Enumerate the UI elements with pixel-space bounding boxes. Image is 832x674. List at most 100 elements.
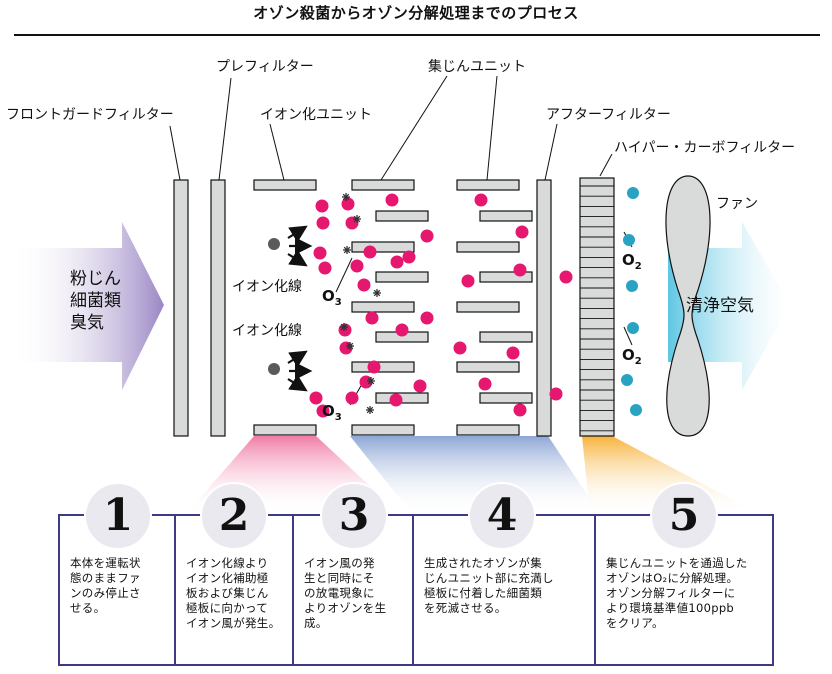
step-text-1: 本体を運転状 態のままファ ンのみ停止さ せる。 [70,556,141,615]
ozone-particle [363,245,377,259]
plate [351,301,415,313]
plate [479,271,533,283]
ion-wire-lower [268,363,280,375]
spark [346,342,354,350]
ozone-particle [316,216,330,230]
label-o2-1: O2 [622,251,642,272]
label-o3-2: O3 [322,402,342,423]
beam-carbon [582,436,760,514]
label-after-filter: アフターフィルター [546,107,671,123]
ozone-particle [420,229,434,243]
spark [342,193,350,201]
outlet-label: 清浄空気 [686,296,754,316]
plate [456,424,520,436]
spark [373,289,381,297]
ozone-particle [413,379,427,393]
label-front-guard-filter: フロントガードフィルター [6,107,174,123]
label-hyper-carbon-filter: ハイパー・カーボフィルター [614,140,796,156]
ozone-particle [395,323,409,337]
ozone-particle [367,360,381,374]
ozone-particle [309,391,323,405]
plate [456,361,520,373]
oxygen-particle [627,322,639,334]
ozone-particle [453,341,467,355]
front-guard-plate [173,179,189,437]
step-text-5: 集じんユニットを通過した オゾンはO₂に分解処理。 オゾン分解フィルターに より… [606,556,748,630]
ozone-particle [506,346,520,360]
ionizer-collector-plates [253,179,533,436]
spark [343,246,351,254]
label-fan: ファン [716,196,758,212]
ozone-particle [513,263,527,277]
label-ion-unit: イオン化ユニット [260,107,372,123]
leader-after-filter [544,123,558,181]
ozone-particle [345,216,359,230]
fan-blade [665,175,711,437]
leader-collector-b [486,75,498,181]
label-ion-line-1: イオン化線 [232,279,302,295]
ozone-particle [461,274,475,288]
ozone-particle [350,259,364,273]
plate [351,361,415,373]
ozone-particle [513,403,527,417]
plate [351,424,415,436]
step-number-2: 2 [198,480,270,552]
plate [253,424,317,436]
leader-collector-a [380,75,448,181]
plate [375,271,429,283]
step-number-5: 5 [648,480,720,552]
label-o2-2: O2 [622,346,642,367]
step-text-2: イオン化線より イオン化補助極 板および集じん 極板に向かって イオン風が発生。 [186,556,281,630]
after-filter-plate [536,179,552,437]
plate [375,210,429,222]
leader-ion-unit [269,123,285,181]
ozone-particle [549,387,563,401]
ozone-particle [515,225,529,239]
label-ion-line-2: イオン化線 [232,323,302,339]
ozone-particle [365,311,379,325]
pre-filter-plate [210,179,226,437]
spark [366,406,374,414]
title-rule [14,34,820,36]
leader-front-guard [169,125,181,181]
plate [253,179,317,191]
ozone-particle [478,377,492,391]
plate [479,392,533,404]
page-title: オゾン殺菌からオゾン分解処理までのプロセス [253,4,579,22]
plate [479,331,533,343]
ozone-particle [402,250,416,264]
label-o3-1: O3 [322,287,342,308]
spark [353,215,361,223]
step-text-4: 生成されたオゾンが集 じんユニット部に充満し 極板に付着した細菌類 を死滅させる… [424,556,554,615]
inlet-label: 粉じん 細菌類 臭気 [70,269,121,333]
carbon-frame [579,177,615,437]
ozone-particle [345,391,359,405]
ozone-particle [316,404,330,418]
leader-pre-filter [218,77,232,181]
oxygen-particle [627,187,639,199]
ion-wind-arrows [287,225,313,392]
leader-o2-2 [623,326,633,346]
ozone-particle [357,278,371,292]
ozone-particle [559,270,573,284]
step-number-3: 3 [318,480,390,552]
oxygen-particle [626,280,638,292]
plate [351,179,415,191]
leader-hyper-carbon [599,153,613,177]
spark [340,323,348,331]
ozone-particle [389,393,403,407]
ozone-particle [315,199,329,213]
plate [351,241,415,253]
hyper-carbon-filter [579,177,615,437]
inlet-arrow [10,222,164,390]
ion-wire-upper [268,238,280,250]
beam-collector [350,436,600,514]
spark-marks [340,193,381,414]
ozone-particle [420,311,434,325]
step-text-3: イオン風の発 生と同時にそ の放電現象に よりオゾンを生 成。 [304,556,387,630]
plate [456,241,520,253]
plate [456,301,520,313]
plate [456,179,520,191]
oxygen-particle [630,404,642,416]
